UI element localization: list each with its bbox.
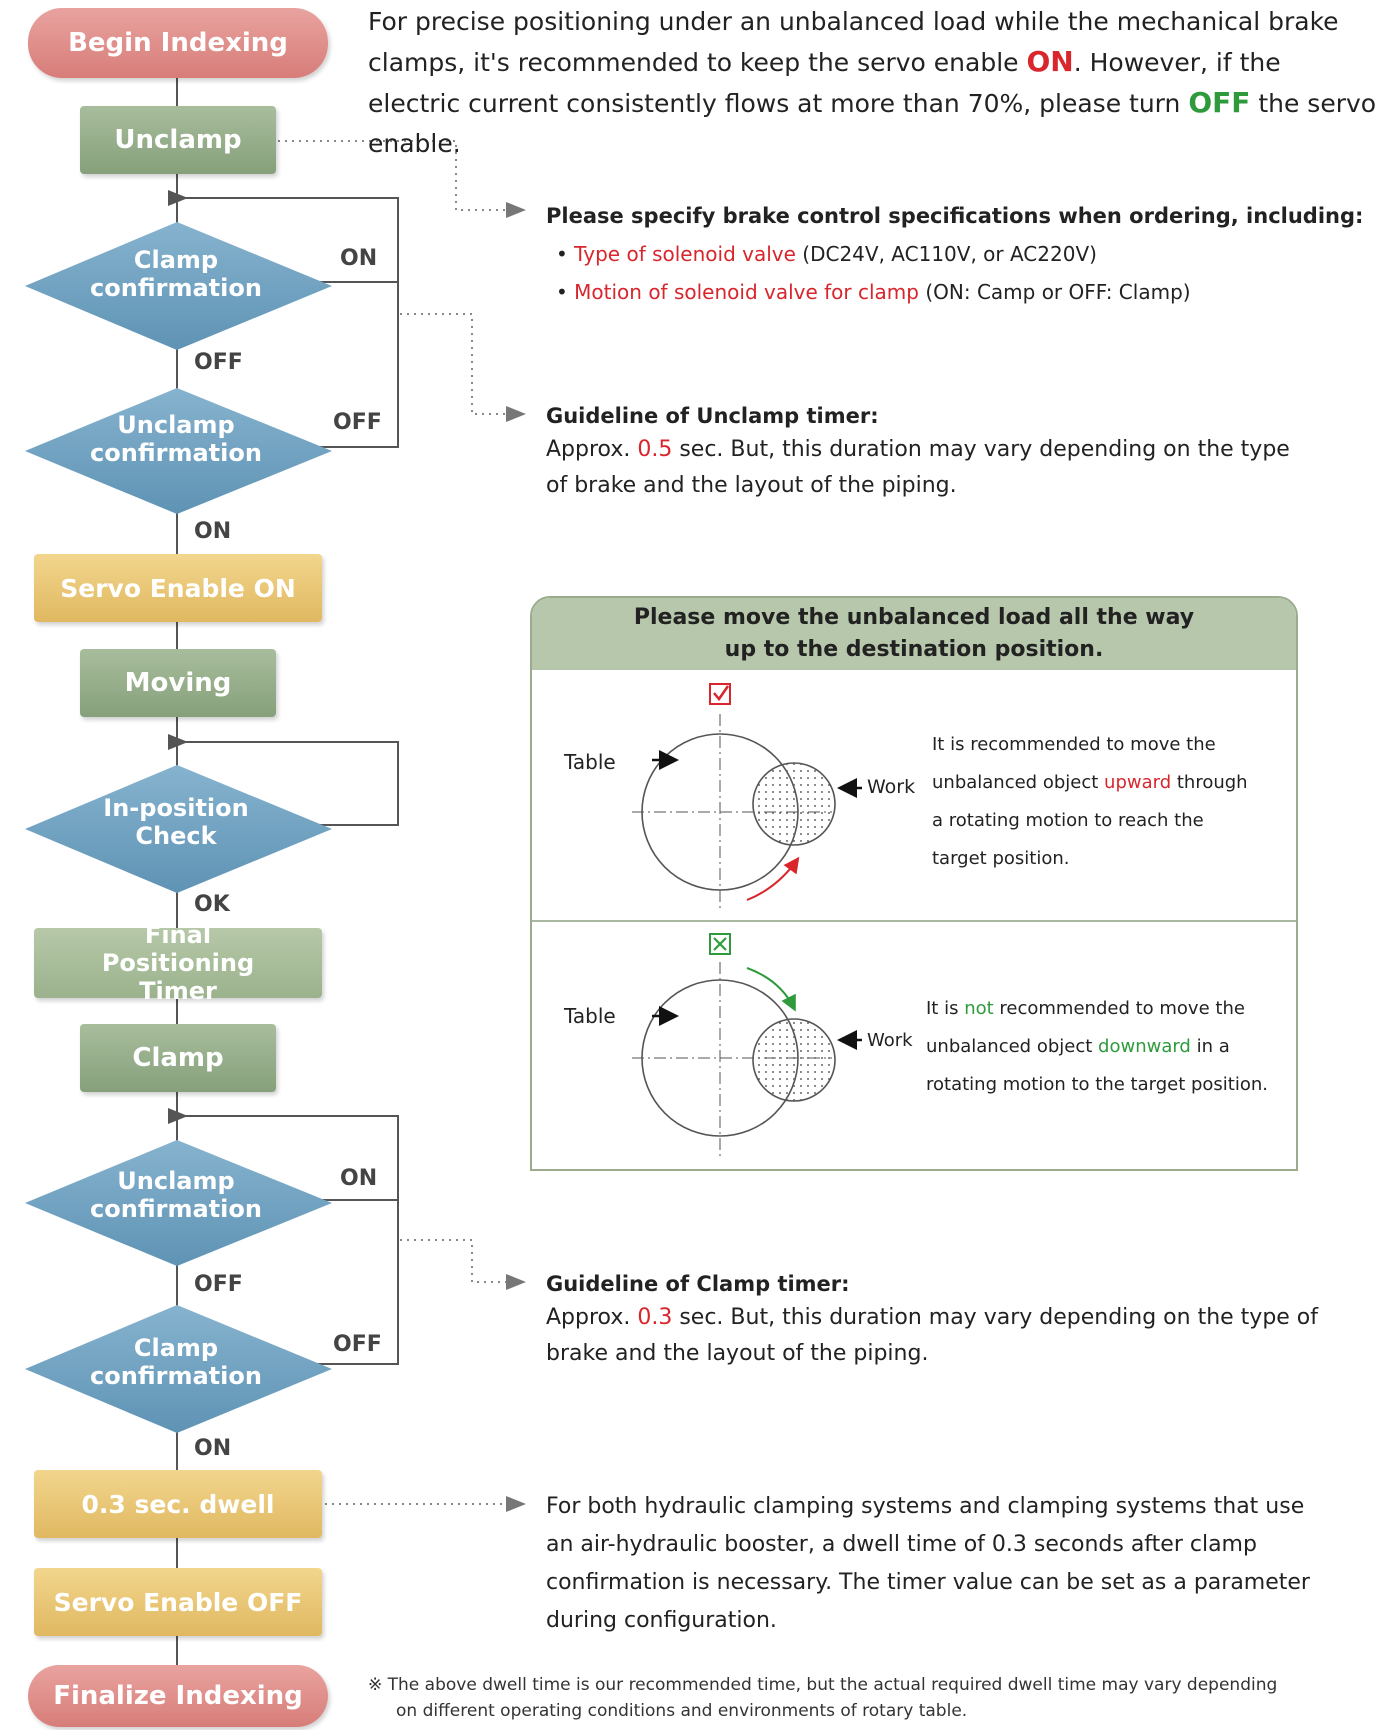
branch-label-on: ON (340, 1166, 378, 1191)
clamp-timer-title: Guideline of Clamp timer: (546, 1272, 850, 1296)
clamp-timer-text: Approx. 0.3 sec. But, this duration may … (546, 1305, 1319, 1330)
work-label: Work (867, 776, 916, 798)
work-label: Work (867, 1030, 913, 1051)
branch-label-off: OFF (333, 1332, 382, 1357)
table-label: Table (564, 1004, 616, 1028)
clamp-node: Clamp (80, 1024, 276, 1092)
diamond-inposition-check (25, 765, 332, 893)
dwell-note: For both hydraulic clamping systems and … (546, 1494, 1310, 1633)
panel-title-line-1: Please move the unbalanced load all the … (633, 605, 1195, 630)
unclamp-timer-text: Approx. 0.5 sec. But, this duration may … (546, 437, 1290, 462)
diamond-unclamp-confirmation-2 (25, 1140, 332, 1266)
panel-header: Please move the unbalanced load all the … (532, 598, 1296, 670)
unbalanced-load-panel: Please move the unbalanced load all the … (530, 596, 1298, 1171)
check-icon (709, 683, 731, 705)
final-positioning-timer-node: Final Positioning Timer (34, 921, 322, 1005)
branch-label-on: ON (194, 1436, 232, 1461)
recommended-text: It is recommended to move the unbalanced… (932, 734, 1248, 869)
servo-enable-on-node: Servo Enable ON (34, 554, 322, 622)
panel-title-line-2: up to the destination position. (724, 637, 1104, 662)
not-recommended-diagram (632, 933, 862, 1156)
branch-label-on: ON (340, 246, 378, 271)
panel-divider (532, 920, 1296, 922)
branch-label-off: OFF (194, 1272, 243, 1297)
branch-label-off: OFF (194, 350, 243, 375)
unclamp-confirmation-2-label: Unclamp confirmation (90, 1167, 262, 1223)
inposition-check-label: In-position Check (103, 794, 249, 850)
unclamp-confirmation-1-label: Unclamp confirmation (90, 411, 262, 467)
diamond-clamp-confirmation-2 (25, 1305, 332, 1433)
unclamp-node: Unclamp (80, 106, 276, 174)
moving-node: Moving (80, 649, 276, 717)
clamp-confirmation-2-label: Clamp confirmation (90, 1334, 262, 1390)
off-highlight: OFF (1188, 86, 1251, 119)
clamp-timer-text-2: brake and the layout of the piping. (546, 1341, 929, 1366)
brake-spec-item-1: • Type of solenoid valve (DC24V, AC110V,… (556, 242, 1097, 266)
unclamp-timer-title: Guideline of Unclamp timer: (546, 404, 879, 428)
branch-label-on: ON (194, 519, 232, 544)
brake-spec-title: Please specify brake control specificati… (546, 204, 1364, 228)
servo-enable-off-node: Servo Enable OFF (34, 1568, 322, 1636)
begin-indexing-node: Begin Indexing (28, 8, 328, 78)
table-label: Table (564, 750, 616, 774)
brake-spec-item-2: • Motion of solenoid valve for clamp (ON… (556, 280, 1191, 304)
footnote: ※ The above dwell time is our recommende… (368, 1675, 1278, 1721)
diamond-unclamp-confirmation-1 (25, 388, 332, 514)
on-highlight: ON (1026, 45, 1074, 78)
recommended-diagram (632, 683, 862, 910)
finalize-indexing-node: Finalize Indexing (28, 1665, 328, 1727)
diamond-clamp-confirmation-1 (25, 222, 332, 350)
clamp-confirmation-1-label: Clamp confirmation (90, 246, 262, 302)
branch-label-off: OFF (333, 410, 382, 435)
top-note: For precise positioning under an unbalan… (368, 7, 1377, 158)
cross-icon (709, 933, 731, 955)
unclamp-timer-text-2: of brake and the layout of the piping. (546, 473, 957, 498)
dwell-node: 0.3 sec. dwell (34, 1470, 322, 1538)
branch-label-ok: OK (194, 892, 230, 917)
not-recommended-text: It is not recommended to move the unbala… (926, 998, 1268, 1095)
